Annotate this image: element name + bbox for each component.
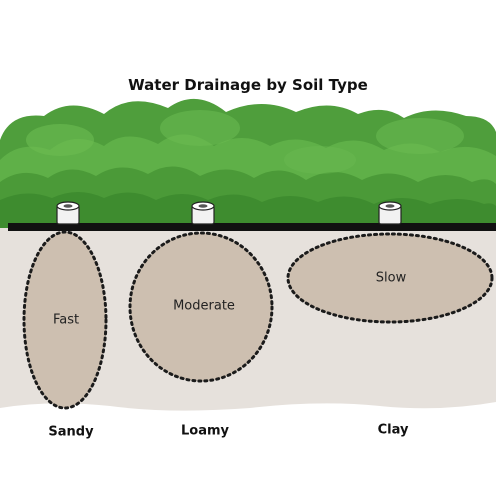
ground-line — [8, 223, 496, 231]
drainage-zone-sandy — [22, 230, 108, 410]
diagram-title: Water Drainage by Soil Type — [128, 76, 368, 94]
zone-label-loamy: Moderate — [173, 298, 235, 314]
grass-bushes — [0, 98, 496, 228]
soil-label-sandy: Sandy — [48, 424, 94, 440]
soil-label-clay: Clay — [377, 422, 409, 438]
zone-label-clay: Slow — [375, 270, 407, 286]
drainage-zone-clay — [286, 232, 494, 324]
drip-emitter-icon — [378, 201, 402, 225]
drainage-zone-loamy — [128, 231, 274, 383]
zone-label-sandy: Fast — [52, 312, 80, 328]
drip-emitter-icon — [191, 201, 215, 225]
drip-emitter-icon — [56, 201, 80, 225]
soil-label-loamy: Loamy — [180, 423, 230, 439]
